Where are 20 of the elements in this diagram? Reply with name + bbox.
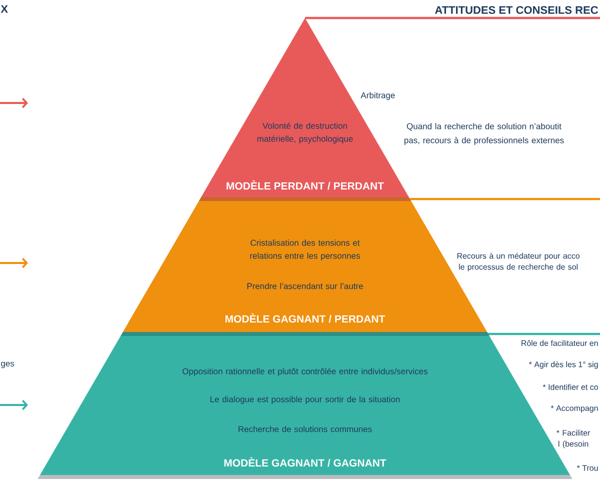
level-title: MODÈLE GAGNANT / PERDANT: [226, 313, 386, 323]
level-text: Prendre l’ascendant sur l’autre: [247, 282, 363, 290]
heading: ATTITUDES ET CONSEILS REC: [435, 6, 598, 14]
note-text: * Identifier et co: [542, 384, 598, 390]
note-text: * Accompagn: [550, 405, 598, 413]
note-text: Rôle de facilitateur en: [522, 340, 598, 346]
note-text: Quand la recherche de solution n’aboutit pas, recours à de professionnels externes: [404, 123, 564, 145]
level-text: Cristalisation des tensions et relations entre les personnes: [250, 240, 360, 260]
note-text: * Agir dès les 1° sig: [528, 361, 598, 369]
level-text: Le dialogue est possible pour sortir de la situation: [210, 396, 400, 404]
level-title: MODÈLE GAGNANT / GAGNANT: [224, 457, 386, 467]
note-text: Arbitrage: [360, 92, 395, 100]
level-text: Volonté de destruction matérielle, psychologique: [257, 122, 353, 144]
level-text: Recherche de solutions communes: [238, 426, 372, 432]
level-title: MODÈLE PERDANT / PERDANT: [226, 180, 384, 190]
level-text: Opposition rationnelle et plutôt contrôlée entre individus/services: [182, 368, 428, 376]
heading: X: [0, 5, 8, 13]
note-text: ges: [1, 362, 14, 368]
note-text: * Faciliter l (besoin: [556, 430, 590, 448]
note-text: Recours à un médateur pour acco le processus de recherche de sol: [457, 252, 580, 272]
